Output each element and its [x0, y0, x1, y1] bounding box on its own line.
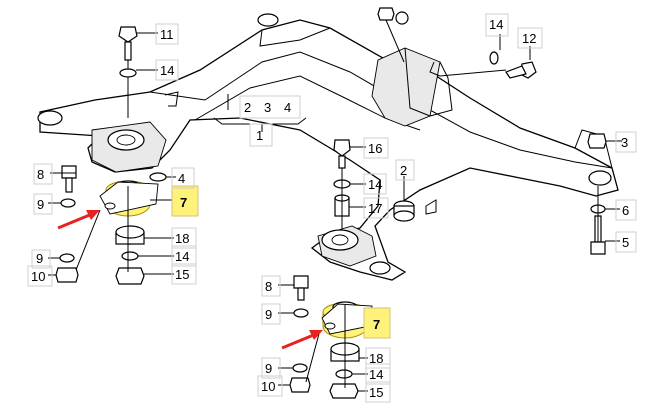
callout-8: 8: [265, 279, 272, 294]
callout-10: 10: [261, 379, 275, 394]
callout-16: 16: [368, 141, 382, 156]
callout-4: 4: [178, 171, 185, 186]
callout-9: 9: [265, 307, 272, 322]
callout-14: 14: [489, 17, 503, 32]
callout-7-box-lower: [363, 307, 391, 339]
left-mount-stack: [55, 26, 167, 285]
callout-15: 15: [369, 385, 383, 400]
callout-7: 7: [180, 195, 187, 210]
callout-3: 3: [264, 100, 271, 115]
callout-14: 14: [368, 177, 382, 192]
callout-3: 3: [621, 135, 628, 150]
callout-14: 14: [160, 63, 174, 78]
callout-4: 4: [284, 100, 291, 115]
callout-9: 9: [37, 197, 44, 212]
callout-18: 18: [369, 351, 383, 366]
callout-18: 18: [175, 231, 189, 246]
callout-2: 2: [244, 100, 251, 115]
callout-14: 14: [175, 249, 189, 264]
callout-6: 6: [622, 203, 629, 218]
callout-7: 7: [373, 317, 380, 332]
callout-5: 5: [622, 235, 629, 250]
callout-15: 15: [175, 267, 189, 282]
callout-frames: [27, 13, 637, 403]
arrow-rear-mount: [281, 330, 323, 350]
callout-9: 9: [36, 251, 43, 266]
callout-7-box-upper: [171, 185, 199, 217]
callout-8: 8: [37, 167, 44, 182]
callout-17: 17: [368, 201, 382, 216]
callout-1: 1: [256, 128, 263, 143]
callout-14: 14: [369, 367, 383, 382]
top-right-hardware: [377, 7, 607, 255]
callout-2: 2: [400, 163, 407, 178]
callout-labels: 11 14 14 12 2 3 4 1 3 8 4 9 7 16 14 2 17…: [31, 17, 629, 400]
arrow-left-mount: [57, 210, 100, 230]
callout-9: 9: [265, 361, 272, 376]
leader-lines: [48, 32, 622, 392]
rear-mount-stack: [289, 139, 415, 399]
subframe-crossmember: [37, 13, 619, 281]
callout-10: 10: [31, 269, 45, 284]
callout-11: 11: [160, 27, 174, 42]
callout-12: 12: [522, 31, 536, 46]
